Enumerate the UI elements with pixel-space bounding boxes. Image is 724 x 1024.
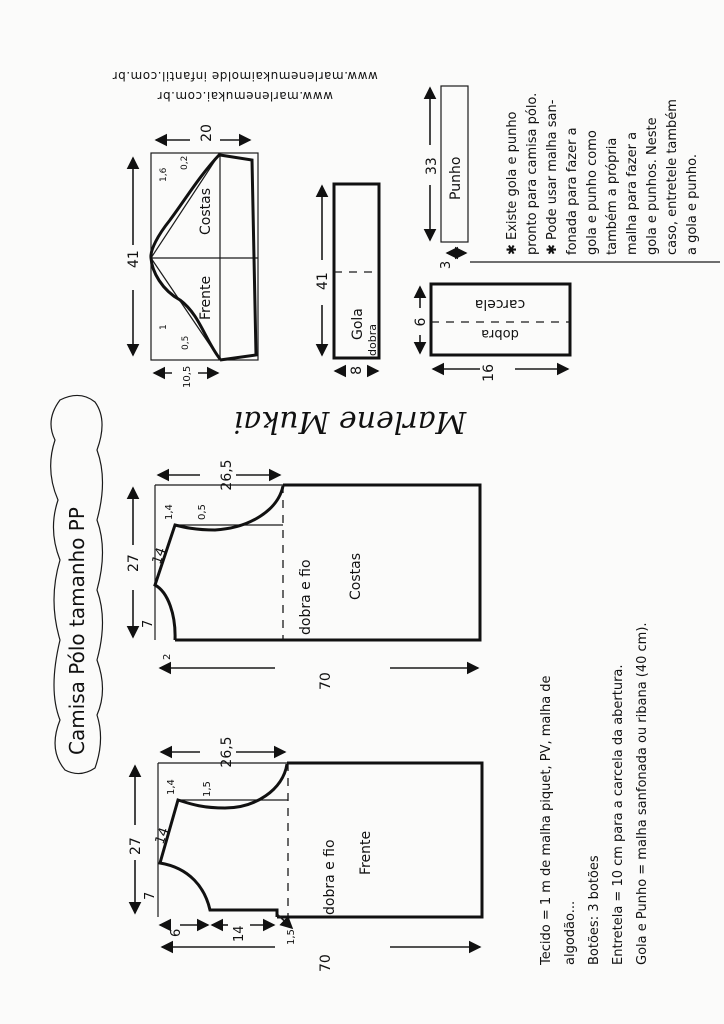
urls: www.marlenemukai.com.br www.marlenemukai… [112,69,378,103]
sleeve-hem-label: 10,5 [182,366,193,388]
collar-fold-label: dobra [366,324,379,356]
sleeve-curve-label: 0,5 [181,336,191,350]
back-neck-width-label: 2 [162,654,173,660]
back-height-label: 27 [126,554,142,572]
front-neck-drop-label: 7 [143,892,158,900]
note-line: fonada para fazer a [565,127,580,255]
sleeve-piece: 41 20 10,5 1,6 0,2 1 0,5 Costas Frente [126,124,259,388]
materials-line: algodão... [563,901,578,965]
note-line: caso, entretele também [665,99,680,255]
sleeve-width-label: 41 [126,250,142,268]
sleeve-curve-label: 1 [159,324,169,330]
front-armhole-curve-label: 1,5 [202,781,213,797]
back-fold-label: dobra e fio [298,559,314,635]
back-shoulder-label: 14 [150,546,170,567]
note-line: também a própria [605,138,620,255]
note-line: a gola e punho. [685,154,700,255]
materials-line: Entretela = 10 cm para a carcela da aber… [611,664,626,965]
back-shoulder-drop-label: 1,4 [164,504,175,520]
cuff-label: Punho [448,157,464,200]
page-title: Camisa Pólo tamanho PP [65,507,89,755]
placket-label: carcela [475,296,526,312]
sleeve-back-label: Costas [198,188,214,235]
note-line: pronto para camisa pólo. [525,93,540,255]
sleeve-cap-label: 20 [199,124,215,142]
note-line: ✱ Pode usar malha san- [545,99,560,255]
materials-line: Gola e Punho = malha sanfonada ou ribana… [635,622,650,965]
back-length-label: 70 [318,672,334,690]
front-armhole-label: 26,5 [219,736,235,767]
notes: ✱ Existe gola e punho pronto para camisa… [470,93,720,263]
placket-length-label: 16 [481,364,497,382]
collar-piece: 41 8 Gola dobra [315,182,381,378]
collar-width-label: 8 [349,366,365,375]
signature: Marlene Mukai [234,404,468,439]
collar-label: Gola [350,308,366,340]
sleeve-curve-label: 0,2 [180,156,190,170]
front-neck-width-label: 6 [169,929,184,937]
cuff-width-label: 3 [439,261,454,269]
front-placket-label: 14 [232,925,247,942]
cuff-piece: 33 3 Punho [423,85,469,269]
front-label: Frente [358,831,374,875]
note-line: ✱ Existe gola e punho [505,111,520,255]
url-2: www.marlenemukaimolde infantil.com.br [112,69,378,83]
materials-line: Botões: 3 botões [587,855,602,965]
back-piece: 27 7 14 1,4 0,5 26,5 2 70 Costas dobra e… [126,459,482,690]
materials: Tecido = 1 m de malha piquet, PV, malha … [539,622,650,966]
back-label: Costas [348,553,364,600]
front-piece: 27 7 14 1,4 1,5 26,5 6 14 1,5 70 Frente … [128,736,484,972]
placket-fold-label: dobra [481,326,519,341]
back-armhole-label: 26,5 [219,459,235,490]
note-line: gola e punhos. Neste [645,117,660,255]
materials-line: Tecido = 1 m de malha piquet, PV, malha … [539,675,554,966]
back-neck-drop-label: 7 [141,620,156,628]
note-line: malha para fazer a [625,132,640,255]
url-1: www.marlenemukai.com.br [157,89,333,103]
front-placket-offset-label: 1,5 [286,929,297,945]
front-height-label: 27 [128,837,144,855]
front-shoulder-label: 14 [153,826,173,847]
title-cloud [50,394,104,775]
title-banner: Camisa Pólo tamanho PP [50,394,104,775]
front-length-label: 70 [318,954,334,972]
collar-length-label: 41 [315,272,331,290]
sleeve-front-label: Frente [198,276,214,320]
placket-height-label: 6 [413,317,429,326]
front-shoulder-drop-label: 1,4 [166,779,177,795]
back-armhole-curve-label: 0,5 [197,504,208,520]
note-line: gola e punho como [585,130,600,255]
cuff-length-label: 33 [424,157,440,175]
front-fold-label: dobra e fio [322,839,338,915]
placket-piece: 6 16 carcela dobra [413,282,572,382]
sleeve-curve-label: 1,6 [159,167,169,182]
